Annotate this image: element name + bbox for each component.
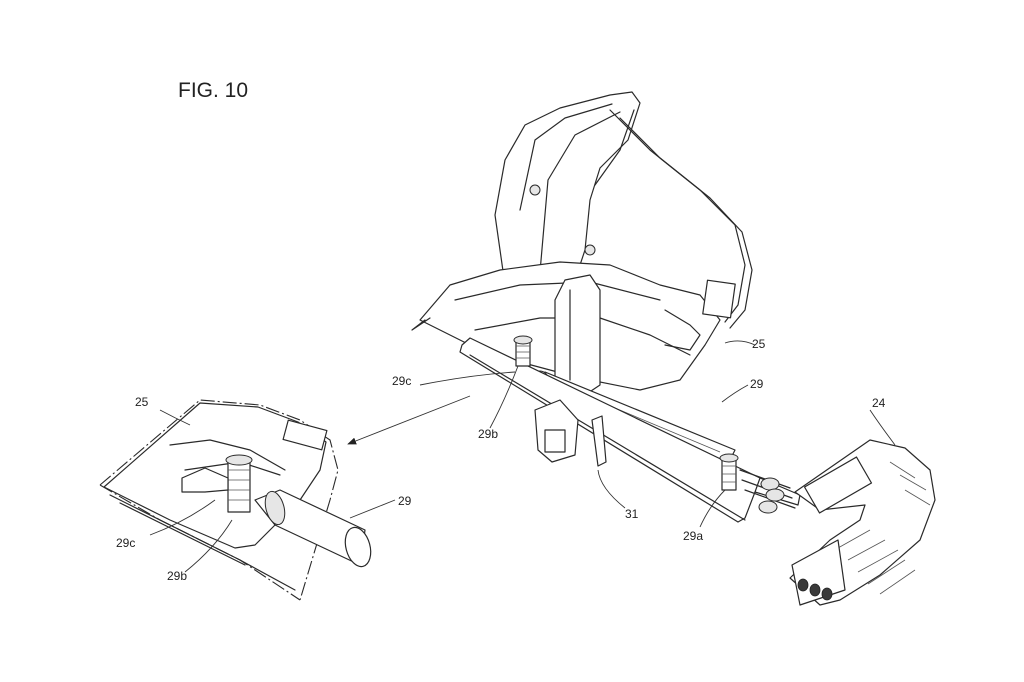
label-29-main: 29 [750,377,764,391]
screw-mount-rear [719,453,739,491]
label-29a: 29a [683,529,703,543]
label-29c-main: 29c [392,374,411,388]
label-24: 24 [872,396,886,410]
seat-backrest [494,91,641,286]
screw-mount-main [513,335,533,367]
detail-view [99,399,396,601]
center-bracket [554,274,601,396]
label-25-main: 25 [752,337,766,351]
detail-arrow [347,395,471,445]
cable-chain [789,439,936,606]
label-31: 31 [625,507,639,521]
lower-mount [534,399,607,467]
label-29b-detail: 29b [167,569,187,583]
main-assembly [411,91,936,606]
label-29-detail: 29 [398,494,412,508]
label-29c-detail: 29c [116,536,135,550]
figure-title: FIG. 10 [178,79,248,102]
label-29b-main: 29b [478,427,498,441]
label-25-detail: 25 [135,395,149,409]
